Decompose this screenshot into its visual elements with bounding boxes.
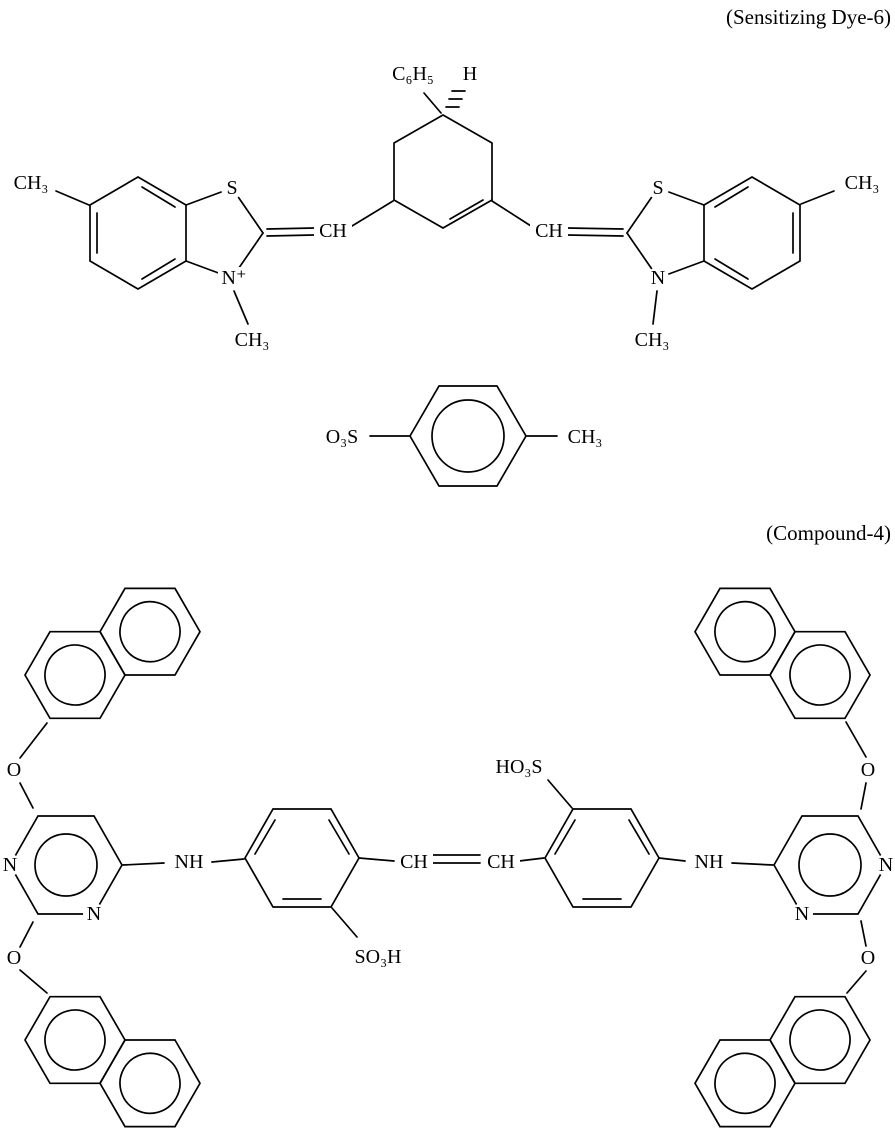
compound4-title: (Compound-4) bbox=[766, 521, 891, 545]
tosylate-labels: O₃S CH₃ bbox=[326, 426, 603, 448]
nh-label-right: NH bbox=[695, 851, 724, 873]
compound4-labels: O O O O N N N N NH NH CH CH SO₃H HO₃S bbox=[3, 756, 893, 969]
cyclohexene-ring bbox=[393, 114, 493, 229]
ho3s-label: HO₃S bbox=[496, 756, 543, 778]
stereo-h-label: H bbox=[463, 63, 477, 85]
naphthalene-bottom-right bbox=[681, 974, 884, 1141]
ch3-label-n-left: CH₃ bbox=[235, 329, 270, 351]
tosylate-bonds bbox=[369, 385, 558, 487]
c6h5-label: C₆H₅ bbox=[392, 63, 434, 85]
s-label-right: S bbox=[652, 177, 663, 199]
ch3-label-n-right: CH₃ bbox=[635, 329, 670, 351]
benzene-ring-left bbox=[89, 176, 187, 290]
tosylate-structure: O₃S CH₃ bbox=[317, 385, 607, 487]
n-label-pyrimidine-left-2: N bbox=[87, 903, 101, 925]
ch3-label-aryl-left: CH₃ bbox=[14, 172, 49, 194]
hash-bond-to-h bbox=[445, 90, 466, 108]
o-label-bottom-right: O bbox=[861, 947, 875, 969]
dye6-labels: C₆H₅ H S N⁺ CH CH₃ CH₃ S N CH CH₃ CH₃ bbox=[14, 63, 880, 351]
nh-label-left: NH bbox=[175, 851, 204, 873]
compound4-structure: O O O O N N N N NH NH CH CH SO₃H HO₃S bbox=[0, 565, 895, 1141]
o-label-bottom-left: O bbox=[7, 947, 21, 969]
ch-label-vinylene-left: CH bbox=[400, 851, 428, 873]
naphthalene-top-left bbox=[11, 565, 214, 741]
aromatic-circle bbox=[34, 833, 98, 897]
n-label-pyrimidine-right-1: N bbox=[879, 854, 893, 876]
compound4-bonds bbox=[9, 565, 887, 1141]
dye6-label-masks bbox=[10, 63, 883, 351]
pyrimidine-ring-left bbox=[9, 815, 123, 915]
s-label-left: S bbox=[226, 177, 237, 199]
n-label-right: N bbox=[651, 267, 665, 289]
ch-label-vinylene-right: CH bbox=[487, 851, 515, 873]
ch-label-left: CH bbox=[319, 220, 347, 242]
o-label-top-left: O bbox=[7, 759, 21, 781]
ch3-label-aryl-right: CH₃ bbox=[845, 172, 880, 194]
naphthalene-bottom-left bbox=[11, 974, 214, 1141]
dye6-structure: C₆H₅ H S N⁺ CH CH₃ CH₃ S N CH CH₃ CH₃ bbox=[10, 63, 883, 351]
aromatic-circle bbox=[798, 833, 862, 897]
aromatic-circle bbox=[431, 399, 505, 473]
so3h-label: SO₃H bbox=[355, 946, 402, 968]
pyrimidine-ring-right bbox=[773, 815, 887, 915]
phenylene-ring-left bbox=[244, 808, 360, 908]
dye6-bonds bbox=[55, 90, 835, 325]
tosylate-benzene-ring bbox=[409, 385, 527, 487]
o3s-label: O₃S bbox=[326, 426, 359, 448]
naphthalene-top-right bbox=[681, 565, 884, 741]
phenylene-ring-right bbox=[544, 808, 660, 908]
compound4-label-masks bbox=[0, 756, 895, 968]
ch-label-right: CH bbox=[535, 220, 563, 242]
n-label-pyrimidine-left-1: N bbox=[3, 854, 17, 876]
o-label-top-right: O bbox=[861, 759, 875, 781]
tosyl-ch3-label: CH₃ bbox=[568, 426, 603, 448]
dye6-title: (Sensitizing Dye-6) bbox=[726, 5, 891, 29]
n-label-pyrimidine-right-2: N bbox=[795, 903, 809, 925]
n-plus-label-left: N⁺ bbox=[222, 267, 247, 289]
tosylate-label-masks bbox=[317, 426, 607, 448]
benzene-ring-right bbox=[703, 176, 801, 290]
